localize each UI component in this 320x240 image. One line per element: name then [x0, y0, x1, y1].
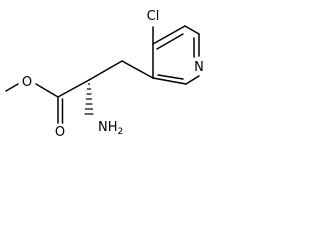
bond-ring-c2-c3 [152, 77, 187, 85]
atom-o-methoxy: O [22, 75, 32, 90]
hashed-wedge-bond [84, 83, 94, 115]
atom-n-amine-subscript: 2 [118, 127, 124, 137]
atom-n-pyridine: N [194, 60, 204, 75]
bond-ring-n-c2 [185, 75, 200, 85]
atom-n-amine: NH2 [98, 120, 123, 137]
atom-o-carbonyl: O [55, 125, 65, 140]
bond-alpha-ch2 [88, 60, 123, 81]
atom-cl: Cl [147, 9, 160, 24]
bond-methyl-o [5, 83, 19, 92]
bond-ring-c5-c6 [184, 25, 200, 35]
bond-ring-inner-3 [157, 74, 184, 80]
bond-ester-alpha [57, 79, 90, 98]
molecule-structure: O O NH2 Cl N [5, 9, 204, 140]
bond-ring-c4-c5 [152, 25, 186, 45]
bond-o-ester-carbon [35, 83, 59, 98]
bonds [5, 25, 200, 124]
bond-ch2-ring [121, 60, 154, 79]
atom-n-amine-main: NH [98, 120, 118, 135]
bond-ring-inner-1 [156, 33, 184, 50]
